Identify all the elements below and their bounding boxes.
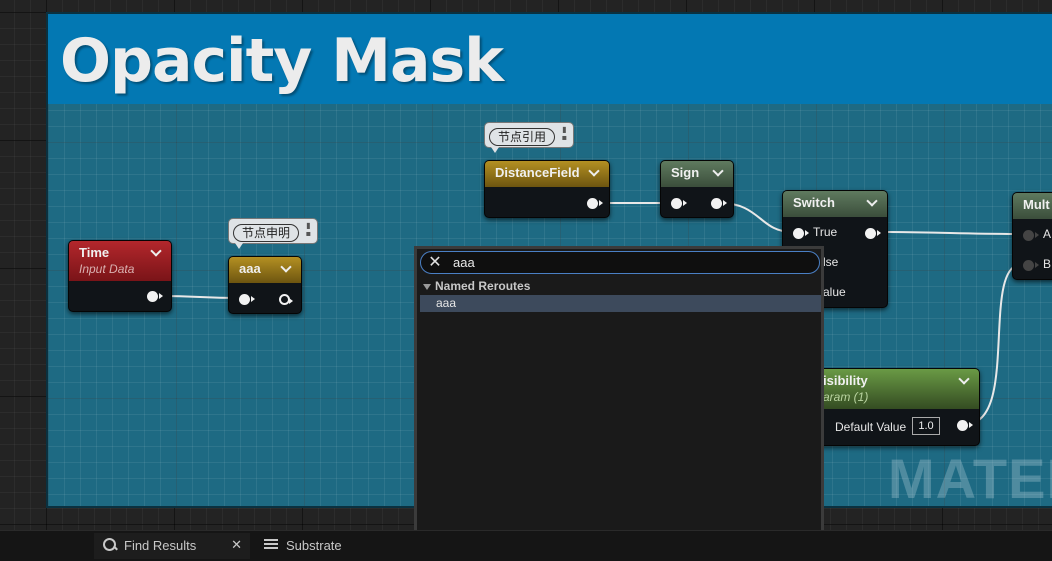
comment-title: Opacity Mask <box>60 26 504 96</box>
visibility-node-title: isibility <box>823 373 868 388</box>
visibility-output-pin[interactable] <box>957 420 973 431</box>
aaa-node-title: aaa <box>239 261 261 276</box>
close-icon[interactable]: ✕ <box>428 252 442 271</box>
chevron-down-icon[interactable] <box>149 245 163 259</box>
multiply-a-pin[interactable] <box>1023 230 1039 241</box>
time-output-pin[interactable] <box>147 291 163 302</box>
list-icon <box>264 537 280 553</box>
visibility-node-header[interactable]: isibility aram (1) <box>799 369 979 409</box>
switch-false-label: lse <box>823 255 839 269</box>
switch-true-label: True <box>813 225 838 239</box>
triangle-down-icon[interactable] <box>423 283 431 290</box>
chevron-down-icon[interactable] <box>865 195 879 209</box>
time-node-title: Time <box>79 245 110 260</box>
multiply-b-label: B <box>1043 257 1052 271</box>
distance-field-node[interactable]: DistanceField <box>484 160 610 218</box>
default-value-label: Default Value <box>835 420 907 434</box>
bubble-tail <box>491 147 499 153</box>
distance-field-title: DistanceField <box>495 165 580 180</box>
aaa-output-pin[interactable] <box>279 294 293 305</box>
multiply-node-header[interactable]: Mult <box>1013 193 1052 219</box>
comment-bubble-reference[interactable]: 节点引用 ▮▪ <box>484 122 574 153</box>
search-result-item[interactable]: aaa <box>420 295 821 312</box>
sign-node-title: Sign <box>671 165 700 180</box>
tab-find-results[interactable]: Find Results ✕ <box>94 533 250 559</box>
distance-field-header[interactable]: DistanceField <box>485 161 609 187</box>
aaa-node-header[interactable]: aaa <box>229 257 301 283</box>
wire-switch-to-mult <box>875 231 1023 235</box>
switch-output-pin[interactable] <box>865 228 881 239</box>
wire-visibility-to-mult <box>965 263 1023 425</box>
switch-node-title: Switch <box>793 195 835 210</box>
chevron-down-icon[interactable] <box>711 165 725 179</box>
tab-substrate-label: Substrate <box>286 538 342 553</box>
multiply-node[interactable]: Mult A B <box>1012 192 1052 280</box>
bottom-tab-bar: Find Results ✕ Substrate <box>0 530 1052 561</box>
sign-input-pin[interactable] <box>671 198 687 209</box>
bubble-text: 节点引用 <box>489 128 556 146</box>
search-icon <box>102 537 118 553</box>
switch-true-pin[interactable] <box>793 228 809 239</box>
category-label: Named Reroutes <box>435 279 531 293</box>
tab-substrate[interactable]: Substrate <box>256 533 366 559</box>
tab-find-results-label: Find Results <box>124 538 197 553</box>
category-header[interactable]: Named Reroutes <box>423 279 530 293</box>
bubble-tail <box>235 243 243 249</box>
aaa-input-pin[interactable] <box>239 294 255 305</box>
chevron-down-icon[interactable] <box>957 373 971 387</box>
default-value-field[interactable]: 1.0 <box>912 417 940 435</box>
time-node-subtitle: Input Data <box>79 262 135 276</box>
multiply-node-title: Mult <box>1023 197 1050 212</box>
sign-node[interactable]: Sign <box>660 160 734 218</box>
comment-bubble-declaration[interactable]: 节点申明 ▮▪ <box>228 218 318 249</box>
switch-node-header[interactable]: Switch <box>783 191 887 217</box>
named-reroute-search-popup[interactable]: ✕ Named Reroutes aaa <box>414 246 824 561</box>
time-node[interactable]: Time Input Data <box>68 240 172 312</box>
chevron-down-icon[interactable] <box>587 165 601 179</box>
comment-header[interactable]: Opacity Mask <box>48 14 1052 104</box>
sign-output-pin[interactable] <box>711 198 727 209</box>
bubble-text: 节点申明 <box>233 224 300 242</box>
distance-field-output-pin[interactable] <box>587 198 603 209</box>
multiply-a-label: A <box>1043 227 1052 241</box>
close-icon[interactable]: ✕ <box>231 537 242 552</box>
chevron-down-icon[interactable] <box>279 261 293 275</box>
named-reroute-declaration-node[interactable]: aaa <box>228 256 302 314</box>
material-watermark: MATER <box>888 447 1052 510</box>
pin-icon[interactable]: ▮▪ <box>561 125 568 142</box>
visibility-param-node[interactable]: isibility aram (1) Default Value <box>798 368 980 446</box>
pin-icon[interactable]: ▮▪ <box>305 221 312 238</box>
search-input[interactable] <box>453 254 803 271</box>
multiply-b-pin[interactable] <box>1023 260 1039 271</box>
sign-node-header[interactable]: Sign <box>661 161 733 187</box>
visibility-node-subtitle: aram (1) <box>823 390 869 404</box>
switch-value-label: alue <box>823 285 846 299</box>
time-node-header[interactable]: Time Input Data <box>69 241 171 281</box>
search-result-label: aaa <box>436 296 457 310</box>
search-box[interactable]: ✕ <box>420 251 820 274</box>
